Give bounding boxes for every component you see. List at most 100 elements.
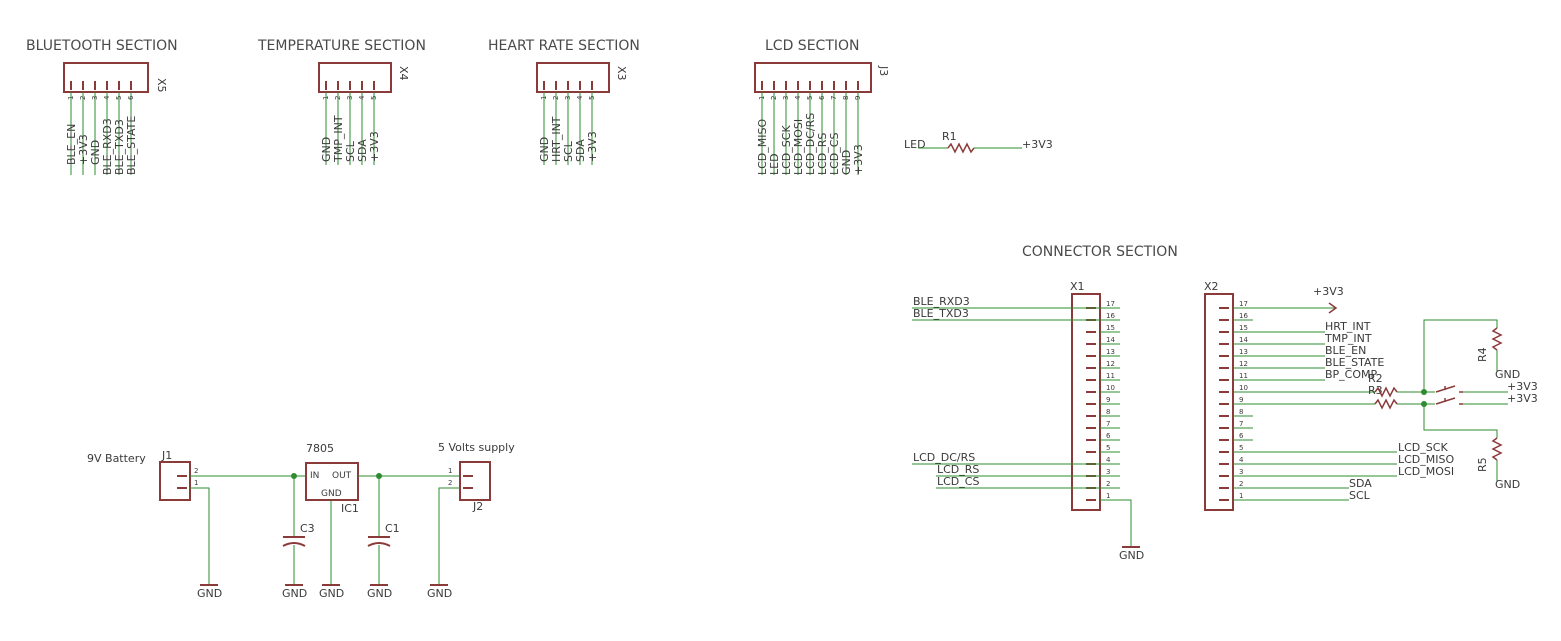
bluetooth-section: BLUETOOTH SECTION X5 1 2 3 4 5 6 BLE_EN … bbox=[26, 38, 178, 175]
connector-x3-pins bbox=[543, 81, 593, 165]
net-label-sda: SDA bbox=[574, 139, 587, 162]
x2-pin-number: 13 bbox=[1239, 348, 1248, 356]
net-label-ble-txd3: BLE_TXD3 bbox=[113, 119, 126, 175]
net-label-scl: SCL bbox=[1349, 489, 1371, 502]
net-label-3v3: +3V3 bbox=[77, 134, 90, 165]
x4-pin-1: 1 bbox=[322, 96, 330, 100]
x2-pin-number: 16 bbox=[1239, 312, 1248, 320]
x2-pin-number: 15 bbox=[1239, 324, 1248, 332]
connector-j3-body bbox=[754, 62, 872, 93]
connector-x3-body bbox=[536, 62, 610, 93]
net-label-lcd-sck: LCD_SCK bbox=[780, 125, 793, 175]
x1-pin-number: 11 bbox=[1106, 372, 1115, 380]
x5-pin-1: 1 bbox=[67, 96, 75, 100]
x5-pin-6: 6 bbox=[127, 95, 135, 100]
connector-j1-ref: J1 bbox=[161, 449, 172, 462]
connector-section: CONNECTOR SECTION X1 1716151413121110987… bbox=[912, 244, 1538, 562]
connector-section-title: CONNECTOR SECTION bbox=[1022, 244, 1178, 260]
net-label-sda: SDA bbox=[1349, 477, 1372, 490]
connector-j3-ref: J3 bbox=[877, 65, 890, 76]
x2-pin-number: 2 bbox=[1239, 480, 1243, 488]
net-label-3v3: +3V3 bbox=[1507, 380, 1538, 393]
net-label-gnd: GND bbox=[319, 587, 344, 600]
net-label-3v3: +3V3 bbox=[852, 144, 865, 175]
net-label-lcd-cs: LCD_CS bbox=[937, 475, 979, 488]
x2-pin-number: 9 bbox=[1239, 396, 1243, 404]
resistor-r1-ref: R1 bbox=[942, 130, 957, 143]
connector-x4-pins bbox=[325, 81, 375, 165]
x1-pin-number: 13 bbox=[1106, 348, 1115, 356]
connector-j3-pins bbox=[761, 81, 859, 175]
j3-pin-5: 5 bbox=[806, 96, 814, 100]
x2-pin-number: 7 bbox=[1239, 420, 1243, 428]
j3-pin-7: 7 bbox=[830, 96, 838, 100]
j1-pin-1: 1 bbox=[194, 479, 198, 487]
x2-pin-number: 17 bbox=[1239, 300, 1248, 308]
net-label-ble-rxd3: BLE_RXD3 bbox=[913, 295, 970, 308]
net-label-lcd-rs: LCD_RS bbox=[937, 463, 979, 476]
x3-pin-2: 2 bbox=[552, 96, 560, 100]
x3-pin-5: 5 bbox=[588, 96, 596, 100]
net-label-scl: SCL bbox=[344, 140, 357, 162]
net-label-gnd: GND bbox=[282, 587, 307, 600]
net-label-lcd-miso: LCD_MISO bbox=[1398, 453, 1454, 466]
x2-pin-number: 8 bbox=[1239, 408, 1243, 416]
net-label-gnd: GND bbox=[367, 587, 392, 600]
j1-pin-2: 2 bbox=[194, 467, 198, 475]
x1-pin-number: 4 bbox=[1106, 456, 1111, 464]
x2-pin-number: 12 bbox=[1239, 360, 1248, 368]
header-x2-body bbox=[1204, 293, 1234, 511]
x5-pin-3: 3 bbox=[91, 96, 99, 100]
net-label-lcd-mosi: LCD_MOSI bbox=[1398, 465, 1454, 478]
x4-pin-2: 2 bbox=[334, 96, 342, 100]
capacitor-c1-plate bbox=[367, 542, 391, 547]
net-label-led: LED bbox=[768, 153, 781, 175]
net-label-ble-txd3: BLE_TXD3 bbox=[913, 307, 969, 320]
net-label-hrt-int: HRT_INT bbox=[550, 116, 563, 162]
resistor-r2-ref: R2 bbox=[1368, 372, 1383, 385]
x5-pin-4: 4 bbox=[103, 95, 111, 100]
net-label-led: LED bbox=[904, 138, 926, 151]
x4-pin-5: 5 bbox=[370, 96, 378, 100]
net-label-gnd: GND bbox=[320, 137, 333, 162]
j3-pin-1: 1 bbox=[758, 96, 766, 100]
j2-pin-1: 1 bbox=[448, 467, 452, 475]
bluetooth-section-title: BLUETOOTH SECTION bbox=[26, 38, 178, 54]
j3-pin-2: 2 bbox=[770, 96, 778, 100]
x2-pin-number: 10 bbox=[1239, 384, 1248, 392]
j3-pin-8: 8 bbox=[842, 96, 850, 100]
capacitor-c1-ref: C1 bbox=[385, 522, 400, 535]
wire-r5 bbox=[1423, 404, 1498, 438]
resistor-r3-body bbox=[1374, 398, 1398, 410]
x1-pin-number: 3 bbox=[1106, 468, 1110, 476]
net-label-gnd: GND bbox=[427, 587, 452, 600]
net-label-lcd-sck: LCD_SCK bbox=[1398, 441, 1448, 454]
pushbutton-switch-icon bbox=[1435, 385, 1463, 405]
j3-pin-3: 3 bbox=[782, 96, 790, 100]
net-label-gnd: GND bbox=[1119, 549, 1144, 562]
wire-x1-gnd bbox=[1120, 499, 1132, 546]
x1-pin-number: 15 bbox=[1106, 324, 1115, 332]
connector-x5-pins bbox=[70, 81, 132, 175]
regulator-ic1-ref: IC1 bbox=[341, 502, 359, 515]
net-label-ble-rxd3: BLE_RXD3 bbox=[101, 118, 114, 175]
net-label-lcd-dc-rs: LCD_DC/RS bbox=[913, 451, 975, 464]
header-x2-ref: X2 bbox=[1204, 280, 1219, 293]
x2-pin-number: 4 bbox=[1239, 456, 1244, 464]
net-label-lcd-cs: LCD_CS bbox=[828, 133, 841, 175]
net-label-gnd: GND bbox=[197, 587, 222, 600]
connector-x4-body bbox=[318, 62, 392, 93]
net-label-tmp-int: TMP_INT bbox=[1324, 332, 1372, 345]
x3-pin-1: 1 bbox=[540, 96, 548, 100]
x1-pin-number: 5 bbox=[1106, 444, 1110, 452]
net-label-3v3: +3V3 bbox=[1022, 138, 1053, 151]
net-label-lcd-mosi: LCD_MOSI bbox=[792, 119, 805, 175]
x1-pin-number: 2 bbox=[1106, 480, 1110, 488]
x2-pin-number: 11 bbox=[1239, 372, 1248, 380]
resistor-r4-body bbox=[1491, 327, 1503, 351]
supply-label: 5 Volts supply bbox=[438, 441, 515, 454]
net-label-gnd: GND bbox=[840, 150, 853, 175]
net-label-hrt-int: HRT_INT bbox=[1325, 320, 1371, 333]
